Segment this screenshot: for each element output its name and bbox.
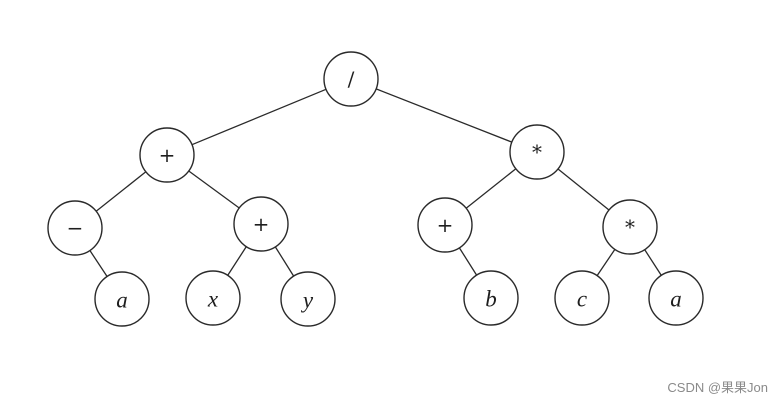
tree-edges: [89, 88, 662, 277]
node-a1: a: [94, 271, 150, 327]
node-label-x: x: [207, 287, 219, 312]
node-circle-plus1: [139, 127, 195, 183]
node-label-times1: *: [532, 140, 542, 164]
node-circle-root: [323, 51, 379, 107]
edge-plus3-b: [458, 247, 478, 276]
node-plus2: +: [233, 196, 289, 252]
node-circle-plus3: [417, 197, 473, 253]
edge-times2-a2: [644, 249, 662, 276]
edge-times2-c: [596, 249, 616, 276]
node-label-plus3: +: [437, 213, 454, 237]
node-circle-c: [554, 270, 610, 326]
node-circle-x: [185, 270, 241, 326]
node-circle-times2: [602, 199, 658, 255]
node-label-minus: −: [67, 216, 84, 240]
edge-plus1-plus2: [188, 170, 240, 209]
node-circle-a2: [648, 270, 704, 326]
node-circle-y: [280, 271, 336, 327]
node-c: c: [554, 270, 610, 326]
edge-minus-a1: [89, 250, 108, 277]
node-label-times2: *: [625, 215, 635, 239]
edge-plus2-y: [274, 246, 295, 277]
node-circle-plus2: [233, 196, 289, 252]
node-label-b: b: [485, 287, 497, 312]
node-label-a2: a: [670, 287, 682, 312]
node-label-a1: a: [116, 288, 128, 313]
node-minus: −: [47, 200, 103, 256]
edge-root-times1: [375, 88, 513, 143]
edge-root-plus1: [191, 88, 327, 146]
node-label-c: c: [577, 287, 587, 312]
node-circle-times1: [509, 124, 565, 180]
edge-times1-plus3: [465, 168, 517, 209]
node-plus3: +: [417, 197, 473, 253]
edge-plus2-x: [227, 246, 247, 276]
node-label-y: y: [301, 288, 314, 313]
node-circle-a1: [94, 271, 150, 327]
node-b: b: [463, 270, 519, 326]
node-a2: a: [648, 270, 704, 326]
node-times2: *: [602, 199, 658, 255]
node-label-root: /: [348, 67, 355, 91]
tree-nodes: / + * − + + * a x y b c a: [47, 51, 704, 327]
node-times1: *: [509, 124, 565, 180]
node-y: y: [280, 271, 336, 327]
watermark: CSDN @果果Jon: [667, 380, 768, 395]
node-plus1: +: [139, 127, 195, 183]
edge-plus1-minus: [95, 171, 147, 212]
node-circle-b: [463, 270, 519, 326]
edge-times1-times2: [557, 168, 610, 211]
node-x: x: [185, 270, 241, 326]
node-root: /: [323, 51, 379, 107]
node-label-plus2: +: [253, 212, 270, 236]
node-circle-minus: [47, 200, 103, 256]
node-label-plus1: +: [159, 143, 176, 167]
